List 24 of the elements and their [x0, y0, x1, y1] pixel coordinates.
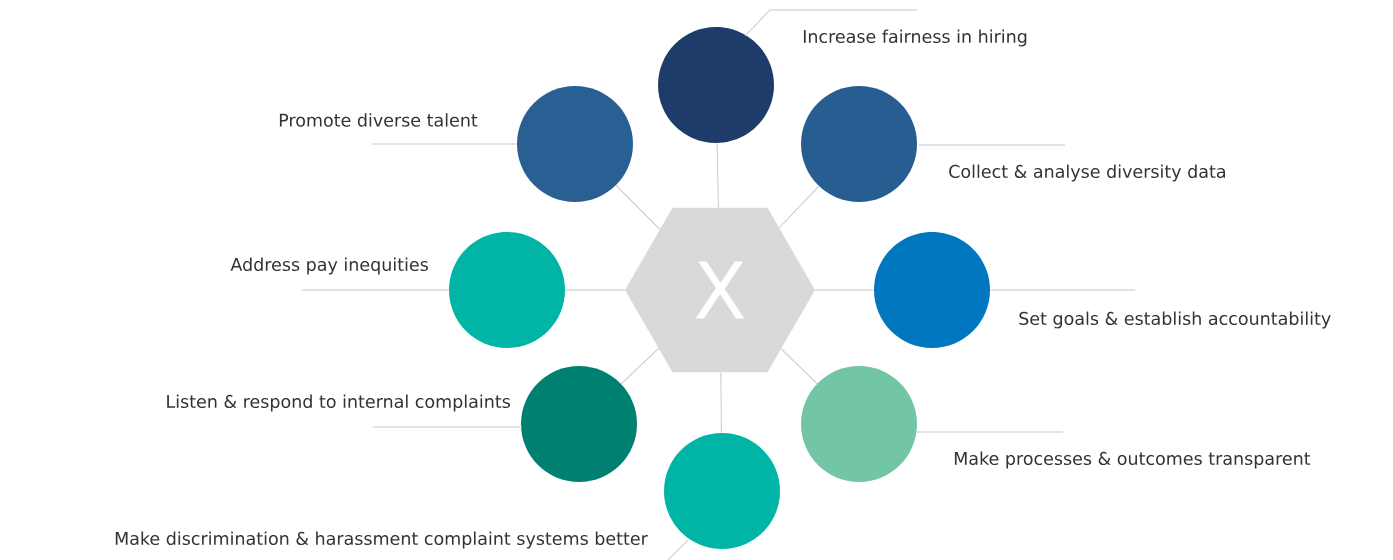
leader-line	[744, 9, 918, 37]
connector-line	[720, 371, 722, 434]
circle	[664, 433, 780, 549]
item-label: Increase fairness in hiring	[803, 29, 1027, 47]
item-label: Collect & analyse diversity data	[949, 164, 1225, 182]
circle	[521, 366, 637, 482]
circle	[801, 86, 917, 202]
item-label: Listen & respond to internal complaints	[167, 394, 510, 412]
circle	[517, 86, 633, 202]
circle	[449, 232, 565, 348]
leader-line	[667, 539, 689, 560]
connector-line	[780, 348, 818, 385]
item-label: Address pay inequities	[230, 257, 428, 275]
connector-line	[620, 347, 659, 385]
item-label: Make discrimination & harassment complaint systems better	[115, 531, 648, 549]
circle	[658, 27, 774, 143]
connector-line	[615, 184, 661, 230]
circle	[801, 366, 917, 482]
item-label: Promote diverse talent	[279, 113, 478, 127]
connector-line	[716, 142, 719, 209]
item-label: Make processes & outcomes transparent	[954, 451, 1311, 469]
connector-line	[778, 185, 820, 229]
item-label: Set goals & establish accountability	[1019, 311, 1331, 329]
circle	[874, 232, 990, 348]
